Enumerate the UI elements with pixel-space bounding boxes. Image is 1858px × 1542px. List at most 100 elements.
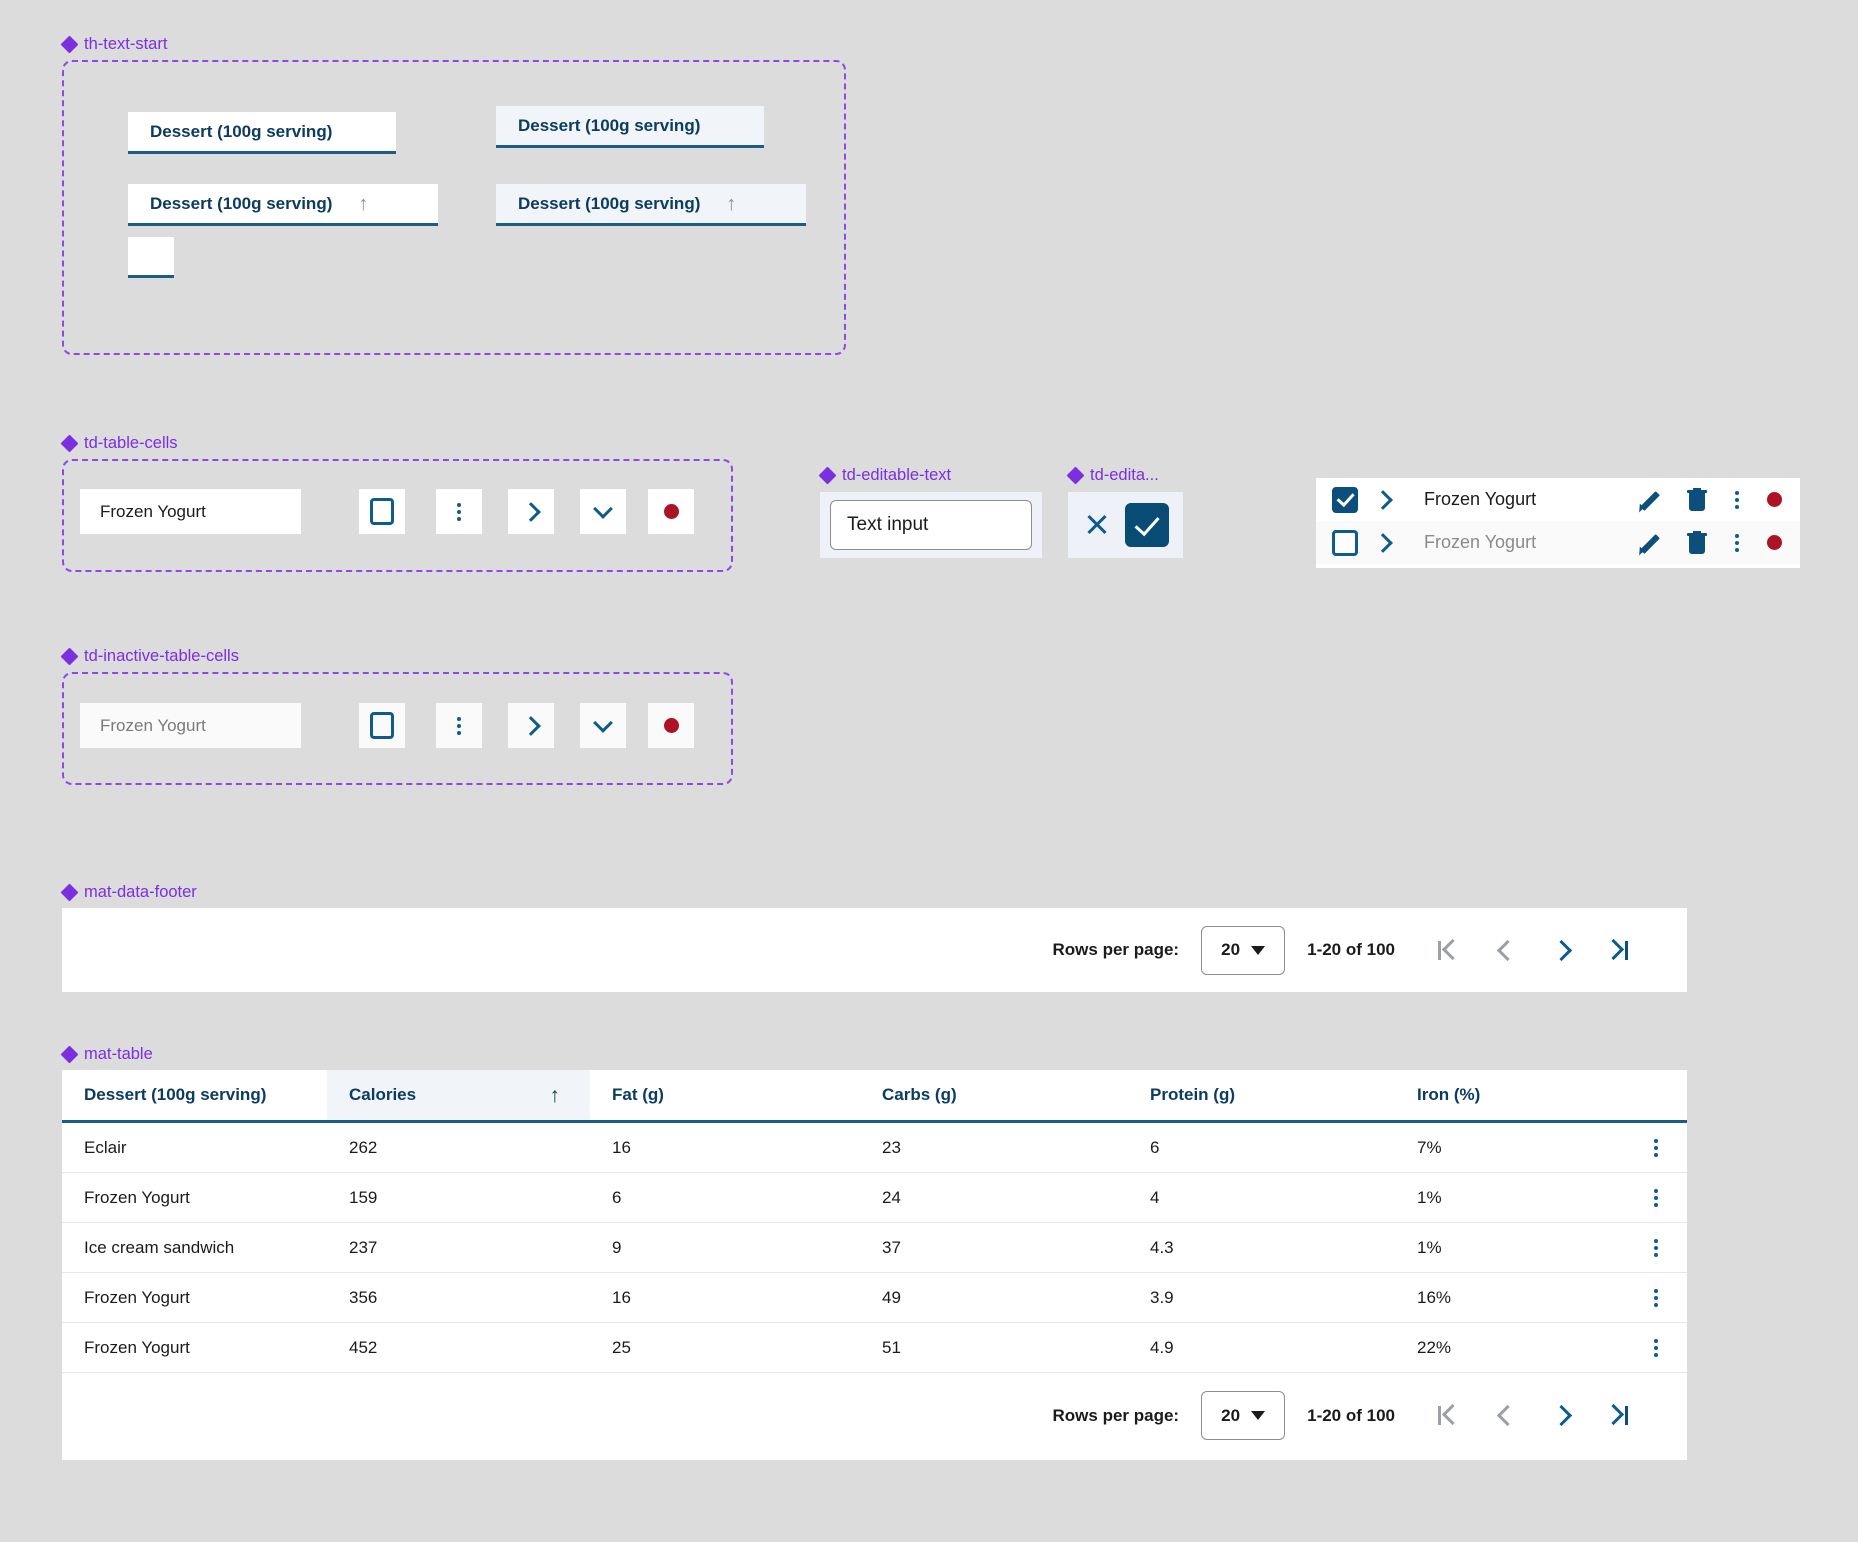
- column-header-carbs[interactable]: Carbs (g): [860, 1070, 1128, 1120]
- annotation-label-td-editable-text: td-editable-text: [818, 466, 951, 485]
- edit-icon[interactable]: [1637, 489, 1659, 511]
- column-header-actions: [1625, 1070, 1687, 1120]
- column-header-iron[interactable]: Iron (%): [1395, 1070, 1625, 1120]
- cell-carbs: 23: [882, 1137, 901, 1157]
- th-button-dessert-1[interactable]: Dessert (100g serving): [128, 112, 396, 154]
- cell-protein: 4.3: [1150, 1237, 1174, 1257]
- delete-icon[interactable]: [1687, 488, 1707, 511]
- cell-iron: 22%: [1417, 1337, 1452, 1357]
- sort-arrow-up-icon: ↑: [549, 1083, 561, 1107]
- edit-icon[interactable]: [1637, 532, 1659, 554]
- text-input[interactable]: [830, 500, 1032, 550]
- list-item[interactable]: Frozen Yogurt: [1316, 478, 1800, 521]
- chevron-down-icon: [1251, 1411, 1266, 1420]
- column-header-dessert[interactable]: Dessert (100g serving): [62, 1070, 327, 1120]
- row-actions: [1637, 531, 1782, 554]
- rows-per-page-label: Rows per page:: [1052, 1405, 1180, 1425]
- cell-fat: 9: [612, 1237, 622, 1257]
- th-button-label: Dessert (100g serving): [150, 121, 333, 141]
- cell-more-menu-icon[interactable]: [436, 489, 482, 534]
- chevron-down-icon: [1251, 945, 1266, 955]
- row-checkbox-unchecked[interactable]: [1332, 529, 1358, 556]
- th-button-empty[interactable]: [128, 237, 174, 278]
- row-expand-icon[interactable]: [1373, 532, 1393, 553]
- cell-checkbox-icon[interactable]: [359, 489, 405, 534]
- th-button-label: Dessert (100g serving): [150, 193, 333, 213]
- delete-icon[interactable]: [1687, 531, 1707, 554]
- annotation-text: mat-data-footer: [84, 883, 197, 901]
- row-menu-button[interactable]: [1625, 1273, 1687, 1322]
- previous-page-button[interactable]: [1477, 1393, 1533, 1439]
- annotation-label-mat-data-footer: mat-data-footer: [60, 883, 197, 902]
- inactive-cell-status-dot: [648, 703, 694, 748]
- cell-fat: 16: [612, 1287, 631, 1307]
- inactive-cell-expand-icon: [508, 703, 554, 748]
- column-header-fat[interactable]: Fat (g): [590, 1070, 860, 1120]
- th-button-label: Dessert (100g serving): [518, 193, 701, 213]
- mat-data-footer-panel: Rows per page: 20 1-20 of 100: [62, 908, 1687, 992]
- cell-protein: 3.9: [1150, 1287, 1174, 1307]
- column-header-label: Fat (g): [612, 1085, 664, 1104]
- paginator-top: Rows per page: 20 1-20 of 100: [62, 908, 1687, 992]
- cell-carbs: 37: [882, 1237, 901, 1257]
- cell-expand-icon[interactable]: [508, 489, 554, 534]
- column-header-calories[interactable]: Calories ↑: [327, 1070, 590, 1120]
- last-page-button[interactable]: [1589, 927, 1645, 973]
- previous-page-button[interactable]: [1477, 927, 1533, 973]
- clover-icon: [60, 434, 79, 453]
- table-row[interactable]: Frozen Yogurt 159 6 24 4 1%: [62, 1173, 1687, 1223]
- th-button-dessert-sorted-1[interactable]: Dessert (100g serving) ↑: [128, 184, 438, 226]
- row-checkbox-checked[interactable]: [1332, 486, 1358, 513]
- table-row[interactable]: Eclair 262 16 23 6 7%: [62, 1123, 1687, 1173]
- table-row[interactable]: Ice cream sandwich 237 9 37 4.3 1%: [62, 1223, 1687, 1273]
- column-header-label: Iron (%): [1417, 1085, 1481, 1104]
- clover-icon: [60, 883, 79, 902]
- more-vert-icon: [1654, 1138, 1658, 1157]
- row-expand-icon[interactable]: [1373, 489, 1393, 510]
- inactive-cell-text-value: Frozen Yogurt: [80, 703, 301, 748]
- annotation-box-td-inactive-table-cells: [62, 672, 733, 785]
- row-menu-button[interactable]: [1625, 1123, 1687, 1172]
- th-button-dessert-2[interactable]: Dessert (100g serving): [496, 106, 764, 148]
- cell-status-dot[interactable]: [648, 489, 694, 534]
- status-dot-icon[interactable]: [1767, 535, 1782, 550]
- cell-iron: 1%: [1417, 1237, 1442, 1257]
- status-dot-icon[interactable]: [1767, 492, 1782, 507]
- page-size-select[interactable]: 20: [1201, 925, 1286, 975]
- next-page-button[interactable]: [1533, 927, 1589, 973]
- page-size-select[interactable]: 20: [1201, 1391, 1286, 1440]
- more-vert-icon[interactable]: [1735, 533, 1739, 552]
- cell-carbs: 49: [882, 1287, 901, 1307]
- table-row[interactable]: Frozen Yogurt 356 16 49 3.9 16%: [62, 1273, 1687, 1323]
- row-menu-button[interactable]: [1625, 1223, 1687, 1272]
- last-page-button[interactable]: [1589, 1393, 1645, 1439]
- chevron-right-icon: [521, 501, 541, 522]
- annotation-text: th-text-start: [84, 35, 168, 53]
- first-page-button[interactable]: [1421, 927, 1477, 973]
- table-row[interactable]: Frozen Yogurt 452 25 51 4.9 22%: [62, 1323, 1687, 1373]
- th-button-dessert-sorted-2[interactable]: Dessert (100g serving) ↑: [496, 184, 806, 226]
- page-size-value: 20: [1221, 940, 1241, 959]
- first-page-button[interactable]: [1421, 1393, 1477, 1439]
- row-menu-button[interactable]: [1625, 1173, 1687, 1222]
- list-item[interactable]: Frozen Yogurt: [1316, 521, 1800, 564]
- row-menu-button[interactable]: [1625, 1323, 1687, 1372]
- page-size-value: 20: [1221, 1405, 1241, 1425]
- more-vert-icon: [457, 502, 461, 521]
- next-page-button[interactable]: [1533, 1393, 1589, 1439]
- page-range-label: 1-20 of 100: [1307, 940, 1395, 959]
- cell-text-value[interactable]: Frozen Yogurt: [80, 489, 301, 534]
- cell-dropdown-icon[interactable]: [580, 489, 626, 534]
- checkbox-icon: [370, 498, 394, 525]
- row-label: Frozen Yogurt: [1424, 489, 1537, 509]
- more-vert-icon: [1654, 1188, 1658, 1207]
- sort-arrow-up-icon: ↑: [358, 192, 369, 215]
- checkbox-icon: [370, 712, 394, 739]
- chevron-right-icon: [521, 715, 541, 736]
- confirm-button[interactable]: [1124, 503, 1169, 547]
- column-header-protein[interactable]: Protein (g): [1128, 1070, 1395, 1120]
- close-icon[interactable]: [1083, 511, 1111, 539]
- more-vert-icon[interactable]: [1735, 490, 1739, 509]
- column-header-label: Calories: [349, 1085, 417, 1104]
